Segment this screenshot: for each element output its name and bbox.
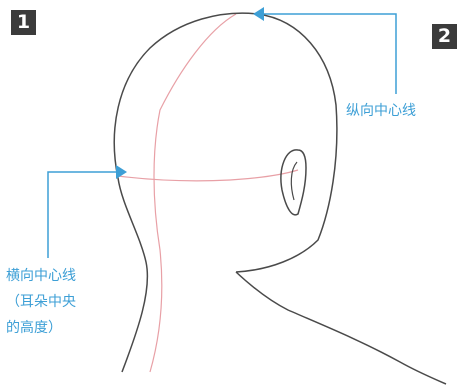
head-outline [114,13,337,272]
vertical-center-line-label: 纵向中心线 [346,98,416,124]
neck-back-outline [118,178,147,372]
horizontal-callout-line [48,172,117,258]
step-1-badge: 1 [11,10,36,35]
horizontal-label-line-1: 横向中心线 [6,263,76,289]
ear-inner [291,162,297,200]
horizontal-center-guide [118,170,298,181]
horizontal-center-line-label: 横向中心线 （耳朵中央 的高度） [6,263,76,341]
neck-front-outline [236,272,446,384]
step-2-badge: 2 [432,24,457,49]
vertical-callout-line [262,14,396,94]
horizontal-label-line-2: （耳朵中央 [6,289,76,315]
ear-outline [281,150,306,215]
horizontal-label-line-3: 的高度） [6,315,76,341]
vertical-center-guide [150,14,236,372]
vertical-callout-arrow [253,7,264,21]
